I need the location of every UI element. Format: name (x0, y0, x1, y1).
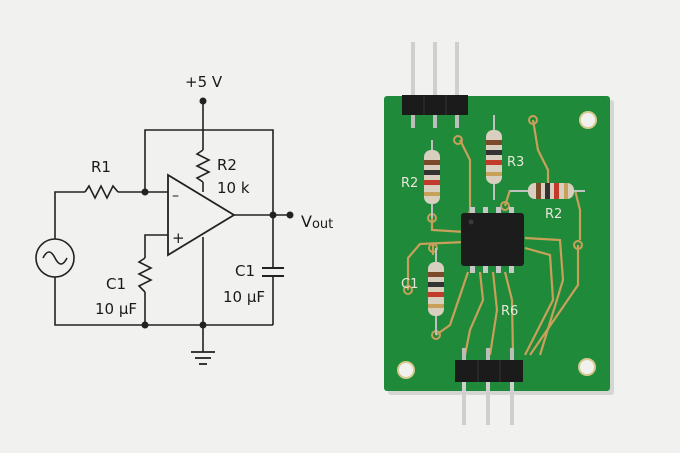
c1-right-label: C1 (235, 262, 255, 280)
junction-node (141, 188, 149, 196)
pcb-label-r6: R6 (501, 304, 518, 319)
resistor-r3 (486, 115, 502, 200)
schematic: +5 V R2 10 k R1 – + C1 10 µF (35, 73, 333, 365)
pcb-label-c1: C1 (401, 277, 418, 292)
top-pin-header (402, 42, 468, 128)
resistor-r2-right (510, 183, 585, 199)
ic-chip (461, 207, 524, 273)
opamp-minus: – (172, 188, 179, 204)
plus-input-wire (144, 234, 168, 258)
r1-resistor (84, 184, 119, 200)
ground-node-left (141, 321, 149, 329)
r1-label: R1 (91, 158, 111, 176)
bottom-pin-header (455, 348, 523, 425)
c1-left-element (137, 257, 153, 293)
pcb-board: R2 R3 R2 C1 R6 (384, 42, 614, 425)
supply-label: +5 V (185, 73, 223, 91)
c1-left-value: 10 µF (95, 300, 137, 318)
source-wire-top (54, 191, 85, 239)
pcb-label-r2-left: R2 (401, 176, 418, 191)
trace-pads (403, 115, 583, 340)
mounting-holes (397, 111, 597, 379)
opamp-triangle (167, 173, 236, 257)
resistor-r2-left (424, 140, 440, 218)
c1-right-value: 10 µF (223, 288, 265, 306)
feedback-wire (144, 129, 274, 215)
opamp-plus: + (172, 229, 185, 247)
c1-left-label: C1 (106, 275, 126, 293)
pcb-label-r3: R3 (507, 155, 524, 170)
resistor-c1 (428, 248, 444, 335)
vout-label: Vout (301, 212, 333, 232)
r2-label: R2 (217, 156, 237, 174)
ground-icon (191, 351, 215, 365)
sine-icon (42, 251, 68, 265)
pcb-label-r2-right: R2 (545, 207, 562, 222)
output-node (286, 211, 294, 219)
r2-value: 10 k (217, 179, 250, 197)
r2-resistor (195, 149, 211, 183)
